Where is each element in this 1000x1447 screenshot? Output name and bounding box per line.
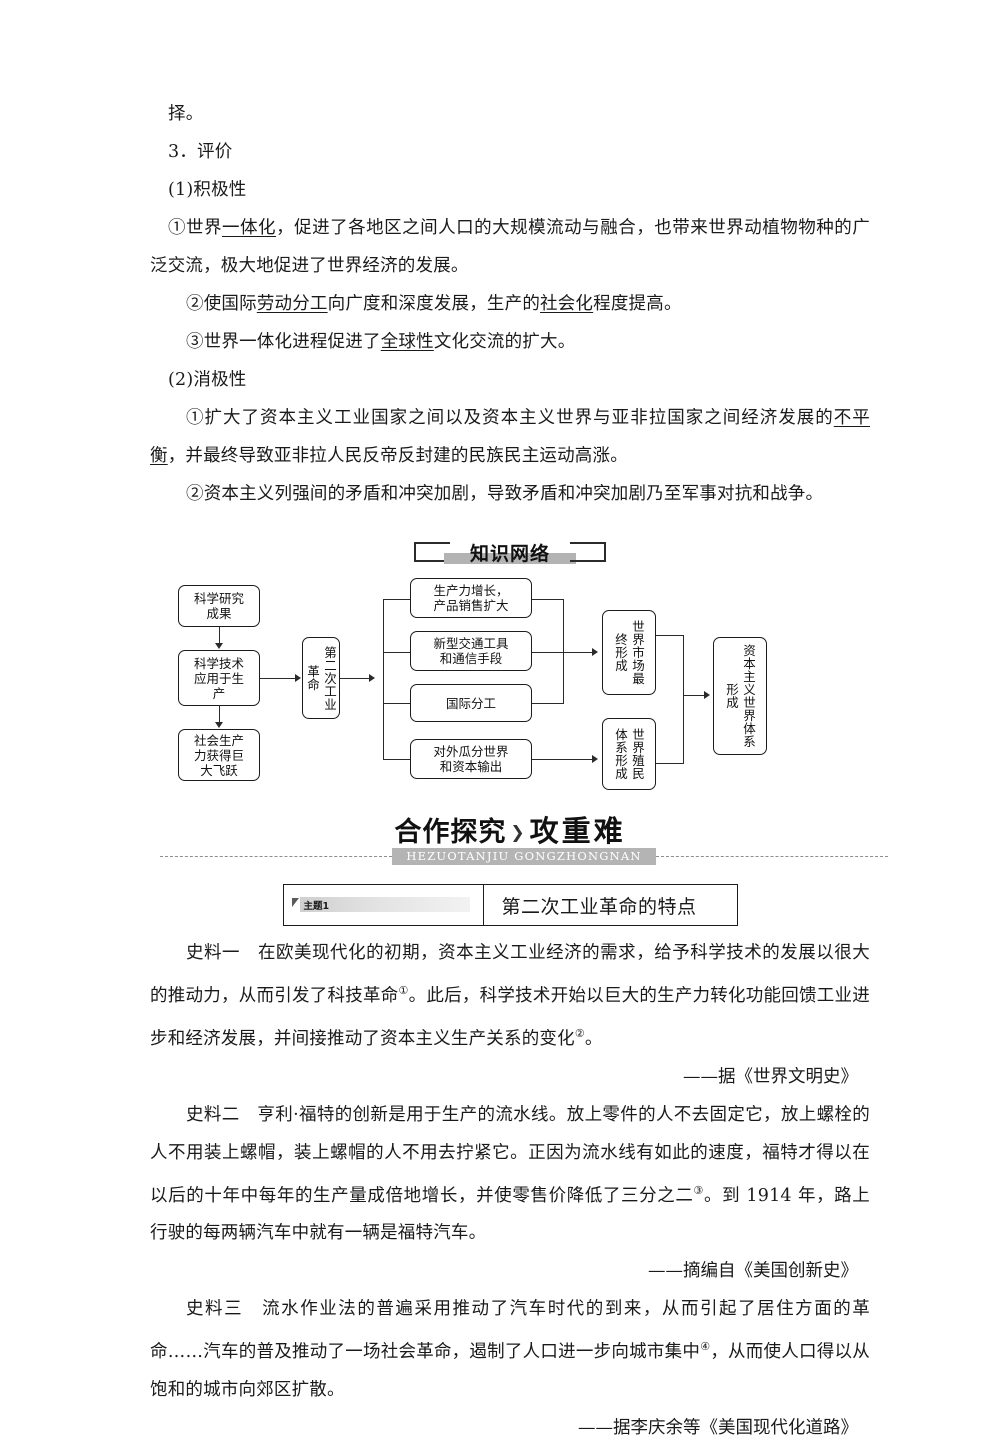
flow-box-shengchanli-zengzhang: 生产力增长，产品销售扩大 [410, 578, 532, 618]
branch-h-3 [383, 703, 411, 705]
final-spine [683, 635, 685, 763]
topic-badge-label: 主题1 [303, 901, 330, 912]
flow-box-dierci-gongye-geming: 第二次工业革命 [302, 637, 340, 719]
page-content: 择。 3．评价 (1)积极性 ①世界一体化，促进了各地区之间人口的大规模流动与融… [150, 95, 889, 1447]
topic-badge: 主题1 [291, 896, 470, 914]
left-bracket-decoration [413, 542, 450, 562]
section-header-hezuotanjiu: 合作探究❯攻重难 HEZUOTANJIU GONGZHONGNAN [150, 808, 889, 870]
connector-v-2 [219, 706, 221, 723]
flow-box-kexue-jishu: 科学技术应用于生产 [178, 650, 260, 706]
arrow-right-5 [704, 691, 710, 699]
branch-h-2 [383, 652, 411, 654]
shiliao-3-citation: ——据李庆余等《美国现代化道路》 [578, 1418, 858, 1439]
flow-box-zibenzhuyi-shijie-tixi: 资本主义世界体系形成 [713, 637, 767, 755]
arrow-right-2 [369, 674, 375, 682]
flow-box-kexue-yanjiu: 科学研究成果 [178, 585, 260, 627]
paragraph-heading-3-pingjia: 3．评价 [168, 142, 233, 162]
arrow-right-3 [592, 648, 598, 656]
paragraph-xiaoji-item-2: ②资本主义列强间的矛盾和冲突加剧，导致矛盾和冲突加剧乃至军事对抗和战争。 [186, 484, 824, 504]
merge-h-3 [532, 703, 564, 705]
shiliao-1-citation: ——据《世界文明史》 [683, 1066, 858, 1087]
flow-box-guoji-fengong: 国际分工 [410, 684, 532, 722]
paragraph-2-xiaojixing: (2)消极性 [168, 370, 247, 390]
branch-h-1 [383, 599, 411, 601]
paragraph-ze: 择。 [168, 104, 204, 124]
merge-out-top [563, 652, 593, 654]
connector-h-2 [340, 678, 370, 680]
dashed-line-left [160, 855, 393, 857]
arrow-right-4 [592, 755, 598, 763]
document-page: 择。 3．评价 (1)积极性 ①世界一体化，促进了各地区之间人口的大规模流动与融… [150, 104, 889, 1438]
shiliao-2-body: 史料二 亨利·福特的创新是用于生产的流水线。放上零件的人不去固定它，放上螺栓的人… [150, 1104, 871, 1244]
chevron-right-icon: ❯ [510, 823, 526, 843]
flow-box-shehui-shengchanli: 社会生产力获得巨大飞跃 [178, 729, 260, 781]
paragraph-jiji-item-2: ②使国际劳动分工向广度和深度发展，生产的社会化程度提高。 [186, 294, 682, 314]
arrow-down-2 [215, 722, 223, 728]
flow-box-shijie-zhimin: 世界殖民体系形成 [602, 718, 656, 790]
paragraph-xiaoji-item-1: ①扩大了资本主义工业国家之间以及资本主义世界与亚非拉国家之间经济发展的不平衡，并… [150, 408, 871, 466]
merge-spine-top [563, 599, 565, 704]
shiliao-3-body: 史料三 流水作业法的普遍采用推动了汽车时代的到来，从而引起了居住方面的革命……汽… [150, 1299, 871, 1401]
flow-box-duiwai-guafen: 对外瓜分世界和资本输出 [410, 739, 532, 779]
flow-box-shijie-shichang: 世界市场最终形成 [602, 610, 656, 695]
final-h-2 [656, 763, 684, 765]
connector-h-1 [260, 678, 296, 680]
merge-h-1 [532, 599, 564, 601]
section-title-part2: 攻重难 [529, 814, 626, 848]
section-title: 合作探究❯攻重难 [150, 808, 870, 850]
arrow-down-1 [215, 643, 223, 649]
zhishi-title-text: 知识网络 [469, 542, 550, 565]
final-h-1 [656, 635, 684, 637]
flow-box-xinxing-jiaotong: 新型交通工具和通信手段 [410, 631, 532, 671]
paragraph-1-jijixing: (1)积极性 [168, 180, 247, 200]
section-divider-row: HEZUOTANJIU GONGZHONGNAN [160, 847, 889, 865]
zhishi-title-wrap: 知识网络 [443, 537, 576, 567]
merge-h-4 [532, 759, 593, 761]
final-out [683, 695, 705, 697]
shiliao-2-citation: ——摘编自《美国创新史》 [648, 1261, 858, 1282]
badge-triangle-icon [291, 897, 299, 907]
zhishi-gray-bar [443, 553, 576, 564]
section-pinyin-bar: HEZUOTANJIU GONGZHONGNAN [392, 847, 656, 865]
arrow-right-1 [295, 674, 301, 682]
branch-h-4 [383, 759, 411, 761]
topic-title-cell: 第二次工业革命的特点 [501, 895, 697, 918]
shiliao-1-body: 史料一 在欧美现代化的初期，资本主义工业经济的需求，给予科学技术的发展以很大的推… [150, 943, 870, 1049]
paragraph-jiji-item-1: ①世界一体化，促进了各地区之间人口的大规模流动与融合，也带来世界动植物物种的广泛… [150, 218, 870, 276]
split-spine [383, 599, 385, 759]
topic-title-box: 主题1 第二次工业革命的特点 [282, 884, 738, 926]
right-bracket-decoration [570, 542, 606, 562]
dashed-line-right [655, 855, 889, 857]
connector-v-1 [219, 627, 221, 644]
badge-gradient-bar [299, 896, 470, 912]
zhishi-wangluo-heading: 知识网络 [150, 535, 870, 569]
topic-badge-cell: 主题1 [284, 885, 484, 925]
merge-h-2 [532, 652, 564, 654]
paragraph-jiji-item-3: ③世界一体化进程促进了全球性文化交流的扩大。 [186, 332, 576, 352]
knowledge-network-flowchart: 科学研究成果 科学技术应用于生产 社会生产力获得巨大飞跃 第二次工业革命 生产力… [150, 575, 870, 790]
section-title-part1: 合作探究 [394, 817, 507, 848]
